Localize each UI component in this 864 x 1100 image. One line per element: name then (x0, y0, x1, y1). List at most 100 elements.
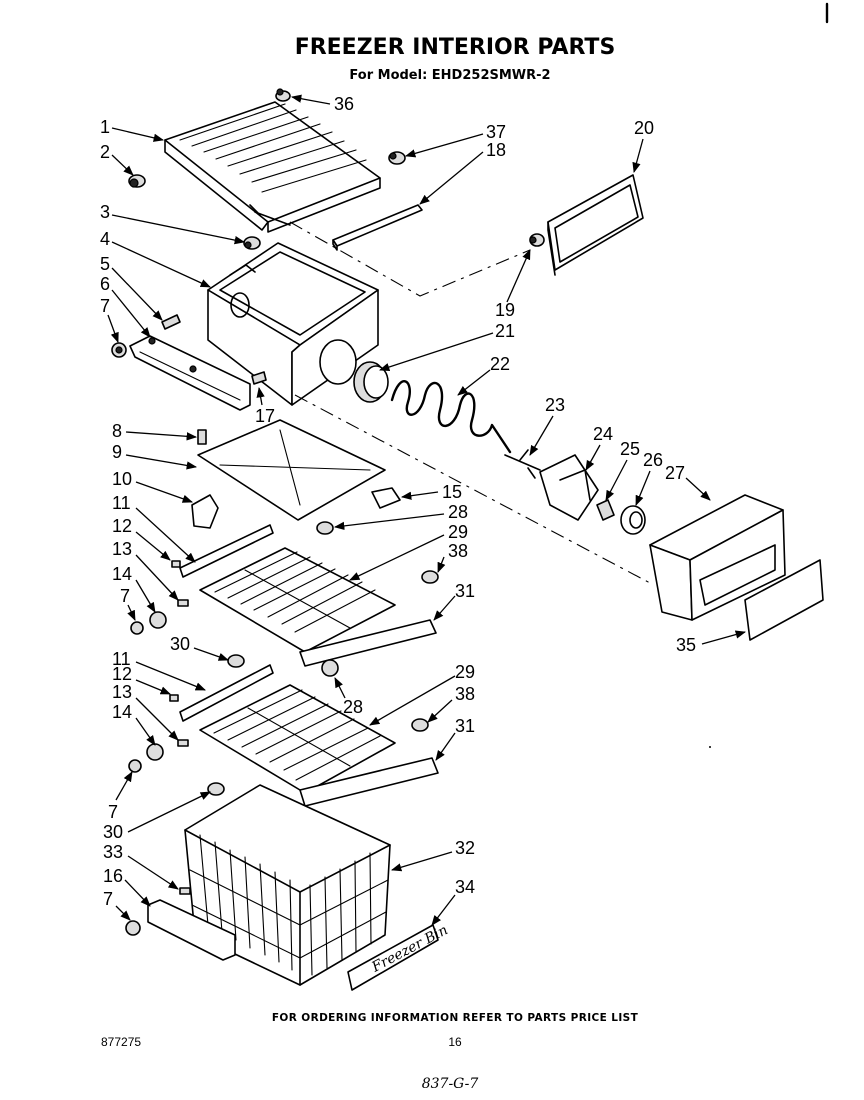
part-25-coupling (596, 499, 615, 521)
part-12-screw-b (169, 694, 179, 702)
callout-36: 36 (334, 94, 354, 114)
part-38-clip-a (421, 570, 439, 584)
part-31-rod-b (299, 757, 439, 807)
callout-17: 17 (255, 406, 275, 426)
part-30-clip-b (207, 782, 225, 796)
callout-2: 2 (100, 142, 110, 162)
handwritten-note: 837-G-7 (422, 1076, 479, 1092)
callout-31-b: 31 (455, 716, 475, 736)
callout-22: 22 (490, 354, 510, 374)
callout-7-c: 7 (108, 802, 118, 822)
callout-13-a: 13 (112, 539, 132, 559)
callout-3: 3 (100, 202, 110, 222)
callout-27: 27 (665, 463, 685, 483)
part-12-screw-a (171, 560, 181, 568)
callout-12-a: 12 (112, 516, 132, 536)
part-11-strip-a (179, 524, 274, 578)
callout-20: 20 (634, 118, 654, 138)
part-29-rack-b (199, 684, 396, 794)
callout-21: 21 (495, 321, 515, 341)
page-number: 16 (448, 1035, 462, 1049)
callout-38-b: 38 (455, 684, 475, 704)
part-33-screw (179, 887, 191, 895)
callout-7-b: 7 (120, 586, 130, 606)
part-28-clip-b (321, 659, 339, 677)
part-15-clip (371, 487, 401, 509)
part-7-nut-b (130, 621, 144, 635)
callout-30-a: 30 (170, 634, 190, 654)
callout-9: 9 (112, 442, 122, 462)
callout-13-b: 13 (112, 682, 132, 702)
callout-26: 26 (643, 450, 663, 470)
part-31-rod-a (299, 619, 437, 667)
ordering-note: FOR ORDERING INFORMATION REFER TO PARTS … (272, 1012, 639, 1024)
part-17-screw (251, 371, 267, 385)
callout-25: 25 (620, 439, 640, 459)
part-27-bin-front (649, 494, 786, 621)
callout-10: 10 (112, 469, 132, 489)
callout-24: 24 (593, 424, 613, 444)
assembly-centerline-2 (294, 394, 651, 584)
callout-28-a: 28 (448, 502, 468, 522)
callout-31-a: 31 (455, 581, 475, 601)
callout-4: 4 (100, 229, 110, 249)
part-35-cover (744, 559, 824, 641)
callout-33: 33 (103, 842, 123, 862)
part-1-top-shelf (164, 101, 381, 233)
part-14-roller-a (149, 611, 167, 629)
document-number: 877275 (101, 1035, 141, 1049)
page-title: FREEZER INTERIOR PARTS (295, 35, 616, 60)
part-19-clip (529, 233, 545, 247)
part-24-bracket (539, 454, 599, 521)
callout-1: 1 (100, 117, 110, 137)
part-7-nut-d (125, 920, 141, 936)
part-21-collar (353, 361, 389, 403)
callout-18: 18 (486, 140, 506, 160)
callout-14-a: 14 (112, 564, 132, 584)
part-4-housing (207, 242, 379, 406)
callout-37: 37 (486, 122, 506, 142)
callout-16: 16 (103, 866, 123, 886)
callout-29-a: 29 (448, 522, 468, 542)
part-36-clip (275, 88, 291, 102)
part-13-screw-b (177, 739, 189, 747)
part-23-shaft (504, 449, 541, 479)
callout-11-a: 11 (112, 493, 131, 513)
part-22-auger-spring (390, 380, 512, 454)
part-26-bushing (620, 505, 646, 535)
model-line: For Model: EHD252SMWR-2 (349, 68, 550, 83)
part-13-screw-a (177, 599, 189, 607)
callout-12-b: 12 (112, 664, 132, 684)
callout-8: 8 (112, 421, 122, 441)
callout-34: 34 (455, 877, 475, 897)
part-32-wire-basket (184, 784, 391, 986)
part-16-bracket (147, 899, 236, 961)
callout-group: 1 2 3 4 5 6 7 8 9 10 11 12 13 14 7 11 12 (100, 94, 747, 926)
part-29-rack-a (199, 547, 396, 653)
callout-14-b: 14 (112, 702, 132, 722)
part-2-clip (128, 174, 146, 188)
part-20-cover-panel (547, 174, 644, 276)
part-38-clip-b (411, 718, 429, 732)
part-7-nut-c (128, 759, 142, 773)
part-3-clip (243, 236, 261, 250)
callout-6: 6 (100, 274, 110, 294)
scan-dot (709, 746, 711, 748)
callout-15: 15 (442, 482, 462, 502)
assembly-centerline (289, 221, 531, 297)
part-10-motor (191, 494, 219, 529)
part-34-label-plate: Freezer Bin (347, 922, 451, 991)
part-28-clip-a (316, 521, 334, 535)
svg-text:Freezer Bin: Freezer Bin (368, 922, 450, 976)
callout-35: 35 (676, 635, 696, 655)
callout-5: 5 (100, 254, 110, 274)
part-18-trim-strip (332, 204, 423, 251)
callout-7-d: 7 (103, 889, 113, 909)
callout-30-b: 30 (103, 822, 123, 842)
callout-11-b: 11 (112, 649, 131, 669)
callout-29-b: 29 (455, 662, 475, 682)
part-37-clip (388, 151, 406, 165)
part-5-screw (161, 314, 181, 330)
callout-28-b: 28 (343, 697, 363, 717)
